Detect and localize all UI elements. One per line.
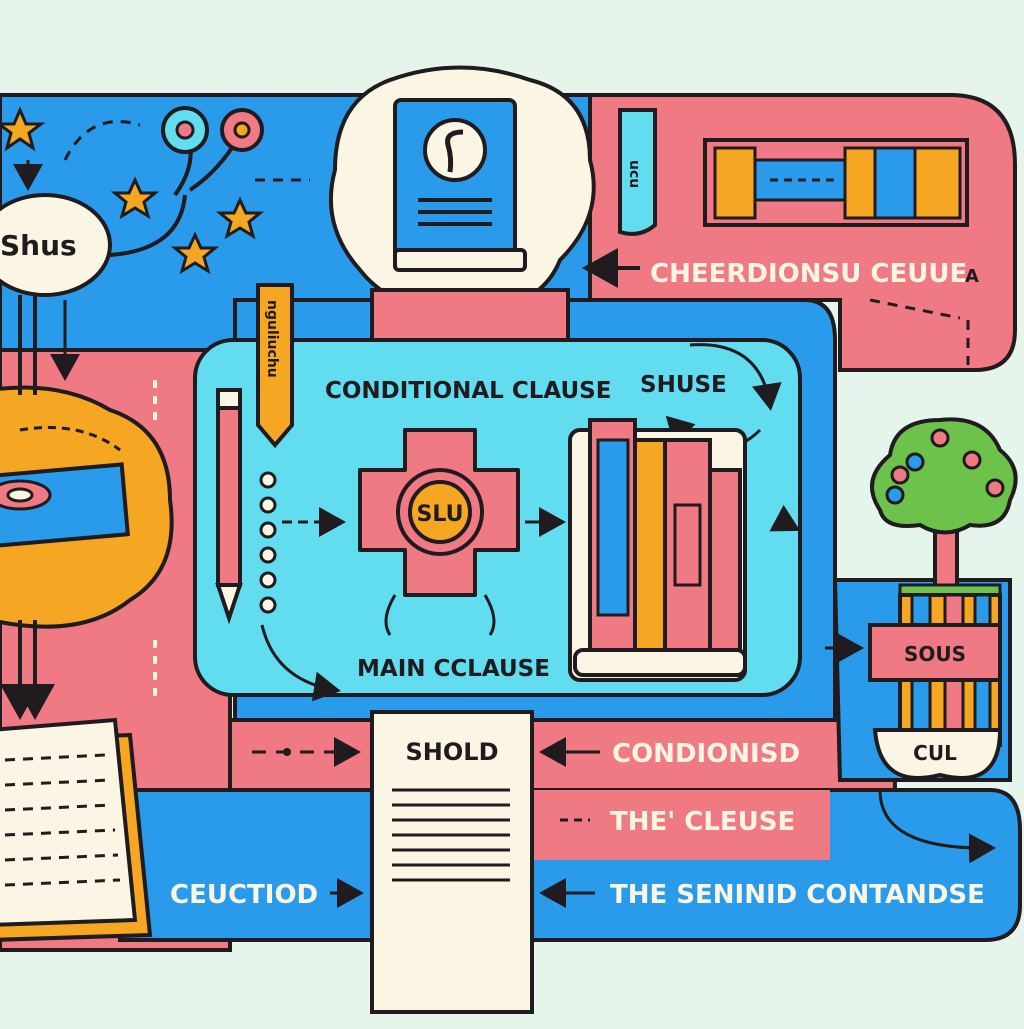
ruler-icon (703, 138, 969, 227)
document-icon: SHOLD (370, 710, 534, 1014)
pencil-icon (215, 388, 243, 625)
gear-icon: SLU (358, 428, 520, 636)
the-cleuse-label: THE' CLEUSE (610, 807, 795, 837)
cul-label: CUL (913, 741, 957, 765)
bubble-label: Shus (0, 229, 77, 262)
small-tab: ucu (618, 108, 657, 236)
chain-dots (259, 471, 277, 614)
bottom-caption: THE SENINID CONTANDSE (610, 880, 985, 910)
condionisd-label: CONDIONISD (612, 739, 800, 769)
speech-bubble: Shus (0, 193, 112, 297)
conditional-clause-label: CONDITIONAL CLAUSE (325, 378, 611, 404)
bookshelf-icon (568, 418, 747, 682)
should-label: SHOLD (406, 738, 499, 766)
ceuctiod-label: CEUCTIOD (170, 880, 318, 910)
flower-icon (161, 106, 209, 154)
shuse-label: SHUSE (640, 372, 727, 398)
vertical-tab-label: nguliuchu (264, 300, 280, 378)
star-icon (110, 176, 160, 220)
book-icon (393, 98, 527, 272)
flower-branch (0, 106, 265, 275)
star-icon (170, 231, 220, 275)
upper-right-caption: CHEERDIONSU CEUUE (650, 259, 967, 289)
sous-label: SOUS (904, 642, 966, 666)
book-icon (0, 717, 153, 942)
gear-label: SLU (417, 502, 464, 527)
main-clause-label: MAIN CCLAUSE (357, 656, 550, 682)
vertical-tab: nguliuchu (256, 283, 294, 449)
star-icon (0, 106, 46, 152)
star-icon (215, 196, 265, 240)
stand: SOUS CUL (868, 593, 1003, 780)
small-tab-label: ucu (626, 160, 642, 188)
tree-icon (870, 417, 1018, 612)
orange-badge (0, 385, 174, 629)
flower-icon (220, 108, 264, 152)
book-badge (328, 65, 596, 342)
upper-right-mark: A (965, 266, 979, 287)
